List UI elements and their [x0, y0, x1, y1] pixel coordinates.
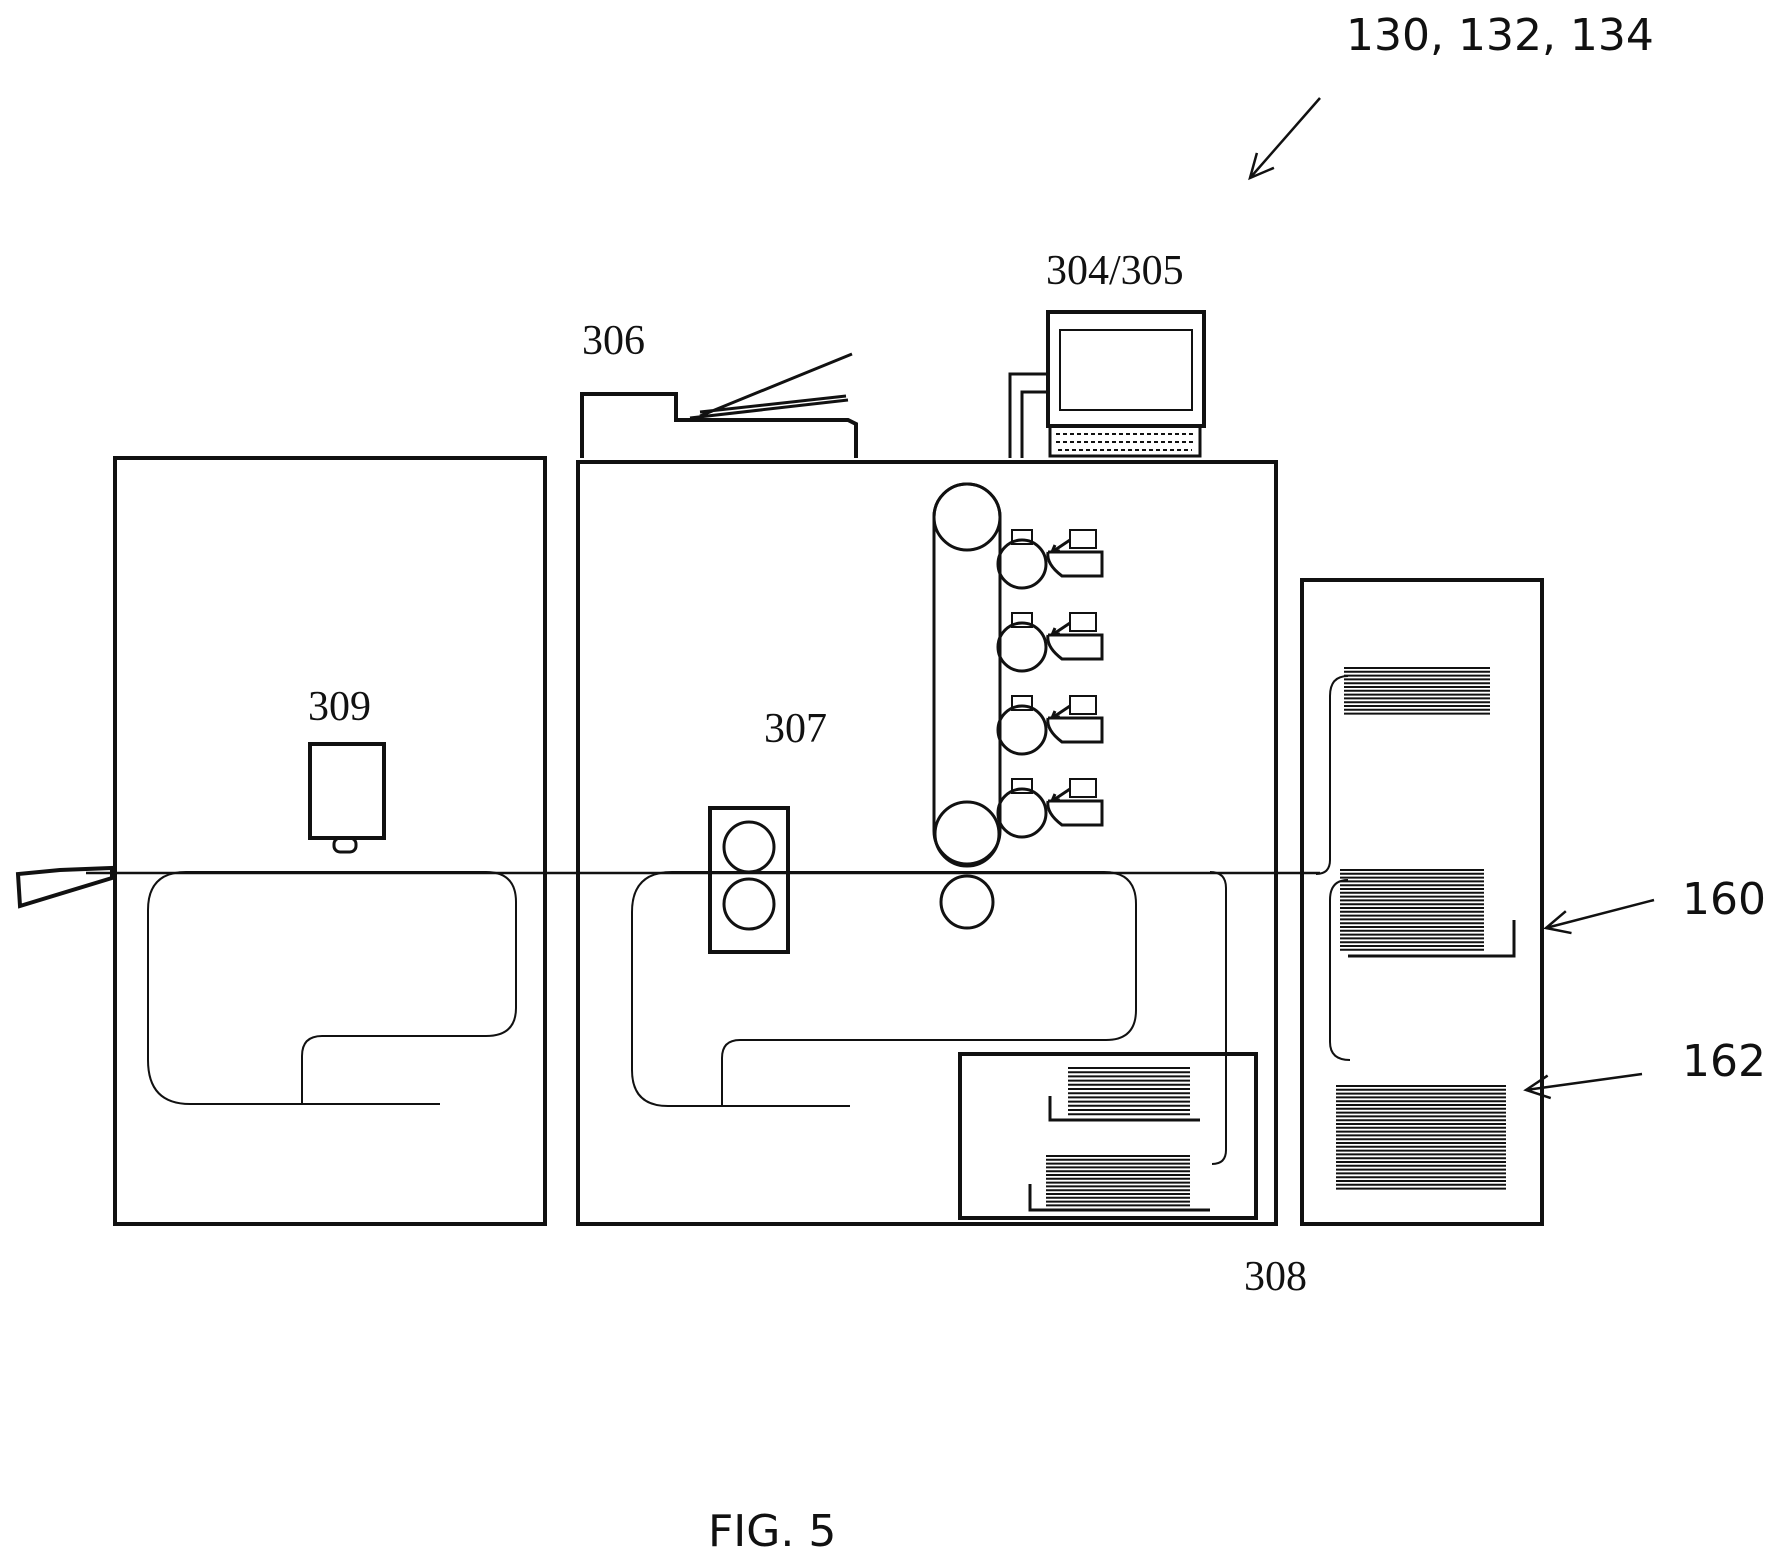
deck-stack-160: [1340, 870, 1484, 950]
belt-roller-top: [934, 484, 1000, 550]
arrow-device-group: [1250, 98, 1320, 178]
finisher-nozzle: [334, 838, 356, 852]
deck-stack-top: [1344, 668, 1490, 714]
arrow-tray-160: [1546, 900, 1654, 933]
engine-return-path: [1210, 872, 1226, 1164]
finisher-mechanism: [310, 744, 384, 838]
panel-screen: [1060, 330, 1192, 410]
imaging-station-3: [998, 696, 1102, 754]
fuser-roller-bottom: [724, 879, 774, 929]
figure-caption: FIG. 5: [708, 1510, 836, 1554]
paper-stack-upper: [1068, 1068, 1190, 1114]
label-finisher-unit: 309: [308, 686, 371, 728]
photoconductor-drum: [998, 706, 1046, 754]
label-tray-160: 160: [1682, 878, 1766, 922]
laser-unit: [1070, 779, 1096, 797]
label-paper-trays: 308: [1244, 1256, 1307, 1298]
toner-cartridge: [1048, 801, 1102, 825]
transfer-roller: [941, 876, 993, 928]
imaging-station-1: [998, 530, 1102, 588]
arrow-shaft: [1250, 98, 1320, 178]
imaging-station-4: [998, 779, 1102, 837]
toner-cartridge: [1048, 718, 1102, 742]
exposure-arrow: [1052, 706, 1070, 718]
photoconductor-drum: [998, 623, 1046, 671]
leader-arrows: [1250, 98, 1654, 1098]
paper-stack-lower: [1046, 1156, 1190, 1205]
belt-roller-bottom: [935, 802, 999, 866]
paper-stacks-deck: [1336, 668, 1506, 1189]
imaging-stations: [998, 530, 1102, 837]
finisher-paper-path: [148, 872, 516, 1104]
fuser-roller-top: [724, 822, 774, 872]
photoconductor-drum: [998, 789, 1046, 837]
photoconductor-drum: [998, 540, 1046, 588]
label-tray-162: 162: [1682, 1040, 1766, 1084]
label-device-group: 130, 132, 134: [1346, 14, 1654, 58]
label-document-feeder: 306: [582, 320, 645, 362]
label-input-device: 304/305: [1046, 250, 1184, 292]
exposure-arrow: [1052, 623, 1070, 635]
feeder-tray: [690, 354, 852, 418]
panel-stand: [1010, 374, 1048, 458]
label-print-engine: 307: [764, 708, 827, 750]
paper-stacks-308: [1046, 1068, 1190, 1205]
deck-paper-path: [1316, 676, 1350, 1060]
finisher-cabinet: [115, 458, 545, 1224]
laser-unit: [1070, 696, 1096, 714]
laser-unit: [1070, 613, 1096, 631]
imaging-station-2: [998, 613, 1102, 671]
laser-unit: [1070, 530, 1096, 548]
toner-cartridge: [1048, 635, 1102, 659]
deck-stack-162: [1336, 1086, 1506, 1189]
engine-paper-path: [632, 872, 1136, 1106]
keyboard-keys: [1056, 434, 1194, 450]
tray-308-guides: [1030, 1096, 1210, 1210]
exposure-arrow: [1052, 789, 1070, 801]
toner-cartridge: [1048, 552, 1102, 576]
exposure-arrow: [1052, 540, 1070, 552]
